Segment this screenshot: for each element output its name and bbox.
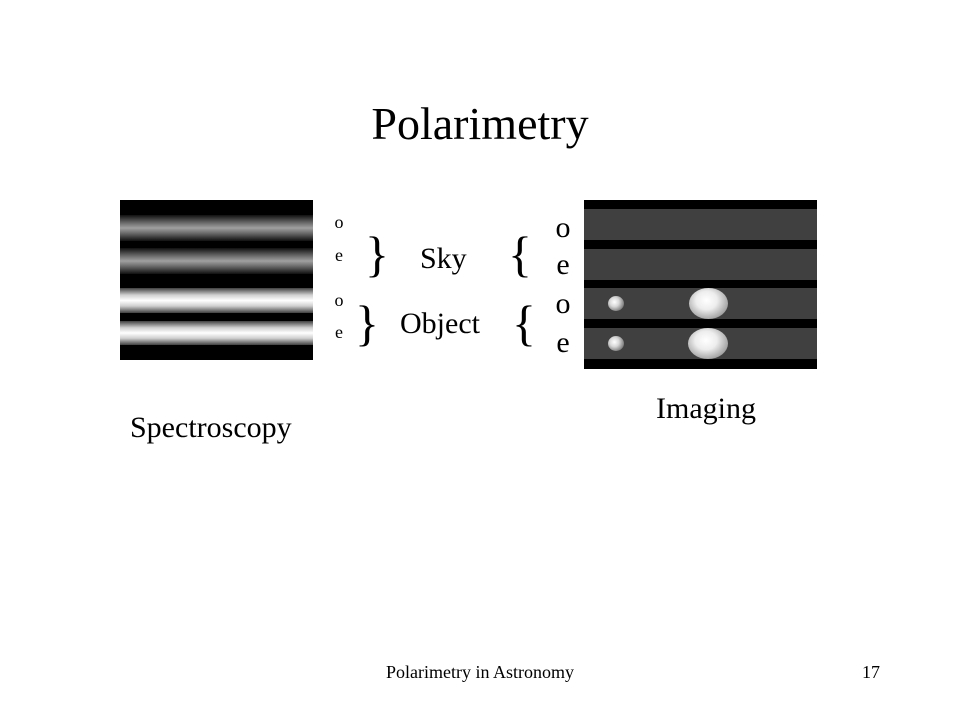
img-object-o-label: o: [555, 287, 571, 320]
sky-o-image-strip: [584, 209, 817, 240]
small-star-e: [608, 336, 624, 351]
large-star-o: [689, 288, 728, 319]
img-sky-o-label: o: [555, 211, 571, 244]
img-object-e-label: e: [556, 326, 570, 359]
right-object-brace: {: [512, 295, 536, 351]
spectroscopy-caption: Spectroscopy: [130, 411, 292, 444]
object-o-image-strip: [584, 288, 817, 319]
left-sky-brace: }: [365, 226, 389, 282]
slide-title: Polarimetry: [371, 98, 589, 149]
img-sky-e-label: e: [556, 248, 570, 281]
spec-sky-o-label: o: [334, 212, 344, 232]
sky-label: Sky: [420, 242, 467, 275]
sky-o-spectrum-band: [120, 215, 313, 241]
imaging-caption: Imaging: [656, 392, 756, 425]
large-star-e: [688, 328, 728, 359]
object-e-image-strip: [584, 328, 817, 359]
object-e-spectrum-band: [120, 321, 313, 345]
imaging-panel: [584, 200, 817, 369]
left-object-brace: }: [355, 295, 379, 351]
object-o-spectrum-band: [120, 288, 313, 313]
object-label: Object: [400, 307, 480, 340]
spec-object-e-label: e: [335, 322, 343, 342]
spectroscopy-panel: [120, 200, 313, 360]
small-star-o: [608, 296, 624, 311]
footer-text: Polarimetry in Astronomy: [386, 662, 574, 682]
right-sky-brace: {: [508, 226, 532, 282]
spec-sky-e-label: e: [335, 245, 343, 265]
page-number: 17: [862, 662, 880, 682]
sky-e-spectrum-band: [120, 248, 313, 274]
spec-object-o-label: o: [334, 290, 344, 310]
sky-e-image-strip: [584, 249, 817, 280]
